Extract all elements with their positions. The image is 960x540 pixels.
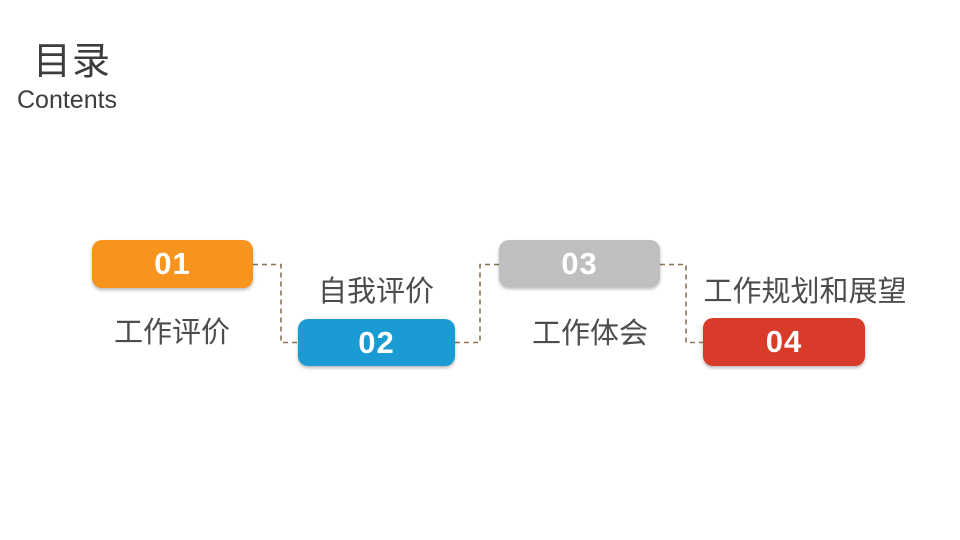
toc-item-1-label: 工作评价	[113, 317, 230, 349]
connector-02-03	[455, 263, 499, 344]
page-subtitle: Contents	[17, 86, 118, 114]
connector-01-02	[253, 263, 298, 344]
toc-item-3-label: 工作体会	[531, 318, 648, 350]
toc-item-4-label: 工作规划和展望	[703, 276, 907, 308]
toc-item-1-number-box: 01	[92, 240, 253, 288]
toc-item-2-number-box: 02	[298, 319, 455, 366]
page-title: 目录	[33, 41, 112, 83]
toc-item-4-number-box: 04	[703, 318, 865, 366]
toc-item-3-number-box: 03	[499, 240, 660, 287]
toc-item-2-label: 自我评价	[317, 276, 434, 308]
